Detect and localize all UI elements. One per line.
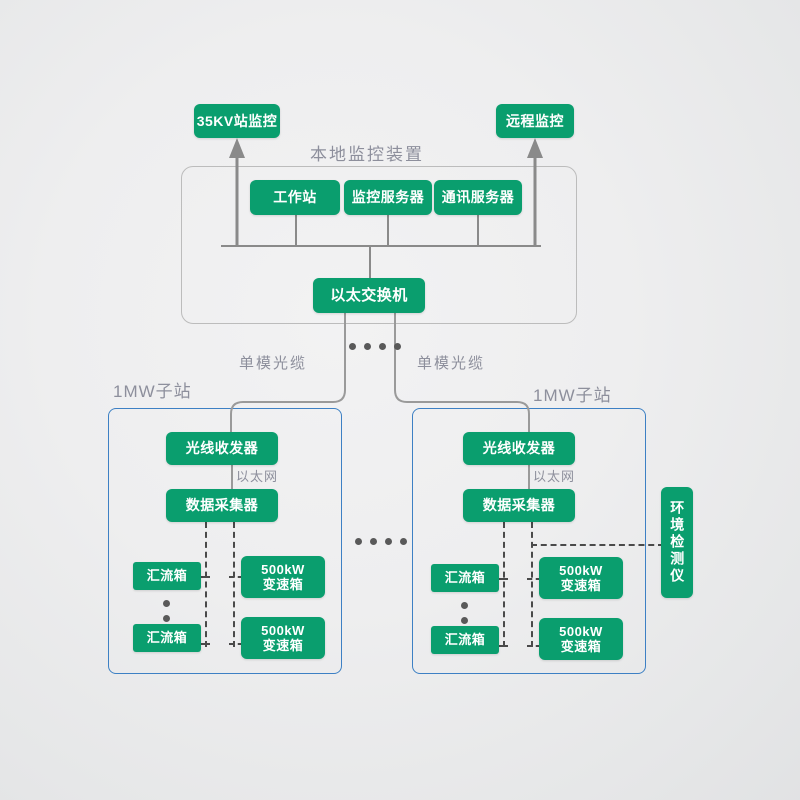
left-dashed-bus-b (233, 522, 235, 647)
node-left-optical-transceiver-label: 光线收发器 (185, 440, 259, 457)
left-ethernet-label-text: 以太网 (236, 469, 279, 484)
node-left-inverter-2-line-1: 500kW (261, 622, 305, 638)
drop-comm-server (477, 215, 479, 246)
substation-right-caption: 1MW子站 (533, 381, 612, 406)
node-right-data-collector[interactable]: 数据采集器 (463, 489, 575, 522)
local-unit-caption: 本地监控装置 (310, 140, 424, 165)
ellipsis-dot-mid-3 (385, 538, 392, 545)
left-ethernet-label: 以太网 (236, 466, 278, 485)
drop-monitor-server (387, 215, 389, 246)
local-bus-line (221, 245, 541, 247)
ellipsis-dot-mid-1 (355, 538, 362, 545)
left-combiner-1-link (200, 576, 210, 578)
node-monitor-server-label: 监控服务器 (351, 189, 425, 206)
right-combiner-1-link (498, 578, 508, 580)
left-vertical-ellipsis-dot-1 (163, 600, 170, 607)
right-dashed-bus-b (531, 522, 533, 647)
local-unit-caption-text: 本地监控装置 (310, 145, 424, 164)
ellipsis-dot-top-1 (349, 343, 356, 350)
fiber-label-left: 单模光缆 (239, 352, 307, 373)
node-right-data-collector-label: 数据采集器 (482, 497, 556, 514)
right-inverter-1-link (527, 578, 541, 580)
ellipsis-dot-mid-4 (400, 538, 407, 545)
node-left-combiner-box-2-label: 汇流箱 (146, 630, 188, 646)
right-inverter-2-link (527, 645, 541, 647)
node-right-optical-transceiver-label: 光线收发器 (482, 440, 556, 457)
substation-right-caption-text: 1MW子站 (533, 386, 612, 405)
local-monitoring-unit-panel (181, 166, 577, 324)
ellipsis-dot-top-3 (379, 343, 386, 350)
drop-workstation (295, 215, 297, 246)
ellipsis-dot-top-2 (364, 343, 371, 350)
node-left-inverter-1-line-2: 变速箱 (262, 577, 304, 592)
node-environment-monitor[interactable]: 环境检测仪 (661, 487, 693, 598)
right-vertical-ellipsis-dot-1 (461, 602, 468, 609)
node-ethernet-switch-label: 以太交换机 (330, 286, 408, 304)
node-left-data-collector-label: 数据采集器 (185, 497, 259, 514)
node-remote-monitor-label: 远程监控 (506, 112, 564, 129)
right-ethernet-label: 以太网 (533, 466, 575, 485)
node-right-inverter-2[interactable]: 500kW 变速箱 (539, 618, 623, 660)
substation-left-caption-text: 1MW子站 (113, 382, 192, 401)
node-right-inverter-1-line-2: 变速箱 (560, 578, 602, 593)
right-dashed-bus-a (503, 522, 505, 647)
node-right-combiner-box-2-label: 汇流箱 (444, 632, 486, 648)
node-comm-server-label: 通讯服务器 (441, 189, 515, 206)
left-combiner-2-link (200, 643, 210, 645)
node-left-combiner-box-1-label: 汇流箱 (146, 568, 188, 584)
right-combiner-2-link (498, 645, 508, 647)
node-left-combiner-box-2[interactable]: 汇流箱 (133, 624, 201, 652)
left-inverter-2-link (229, 643, 243, 645)
node-environment-monitor-label: 环境检测仪 (669, 500, 686, 585)
node-35kv-station-monitor[interactable]: 35KV站监控 (194, 104, 280, 138)
node-right-combiner-box-1[interactable]: 汇流箱 (431, 564, 499, 592)
node-monitor-server[interactable]: 监控服务器 (344, 180, 432, 215)
node-left-inverter-2-line-2: 变速箱 (262, 638, 304, 653)
env-monitor-link (531, 544, 664, 546)
node-right-combiner-box-2[interactable]: 汇流箱 (431, 626, 499, 654)
node-left-optical-transceiver[interactable]: 光线收发器 (166, 432, 278, 465)
node-left-inverter-1[interactable]: 500kW 变速箱 (241, 556, 325, 598)
left-vertical-ellipsis-dot-2 (163, 615, 170, 622)
ellipsis-dot-top-4 (394, 343, 401, 350)
right-vertical-ellipsis-dot-2 (461, 617, 468, 624)
node-ethernet-switch[interactable]: 以太交换机 (313, 278, 425, 313)
left-dashed-bus-a (205, 522, 207, 647)
fiber-label-left-text: 单模光缆 (239, 355, 308, 372)
node-comm-server[interactable]: 通讯服务器 (434, 180, 522, 215)
right-transceiver-to-collector (528, 465, 530, 489)
node-right-inverter-1[interactable]: 500kW 变速箱 (539, 557, 623, 599)
node-right-inverter-1-line-1: 500kW (559, 562, 603, 578)
node-remote-monitor[interactable]: 远程监控 (496, 104, 574, 138)
bus-to-switch (369, 245, 371, 278)
node-workstation[interactable]: 工作站 (250, 180, 340, 215)
node-workstation-label: 工作站 (273, 189, 317, 206)
left-transceiver-to-collector (231, 465, 233, 489)
substation-left-caption: 1MW子站 (113, 377, 192, 402)
node-left-inverter-2[interactable]: 500kW 变速箱 (241, 617, 325, 659)
node-right-inverter-2-line-1: 500kW (559, 623, 603, 639)
left-inverter-1-link (229, 576, 243, 578)
fiber-label-right-text: 单模光缆 (417, 355, 486, 372)
substation-left-panel (108, 408, 342, 674)
node-right-inverter-2-line-2: 变速箱 (560, 639, 602, 654)
right-ethernet-label-text: 以太网 (533, 469, 576, 484)
node-left-data-collector[interactable]: 数据采集器 (166, 489, 278, 522)
node-right-combiner-box-1-label: 汇流箱 (444, 570, 486, 586)
fiber-label-right: 单模光缆 (417, 352, 485, 373)
node-left-inverter-1-line-1: 500kW (261, 561, 305, 577)
node-right-optical-transceiver[interactable]: 光线收发器 (463, 432, 575, 465)
node-35kv-station-monitor-label: 35KV站监控 (196, 112, 278, 129)
node-left-combiner-box-1[interactable]: 汇流箱 (133, 562, 201, 590)
ellipsis-dot-mid-2 (370, 538, 377, 545)
